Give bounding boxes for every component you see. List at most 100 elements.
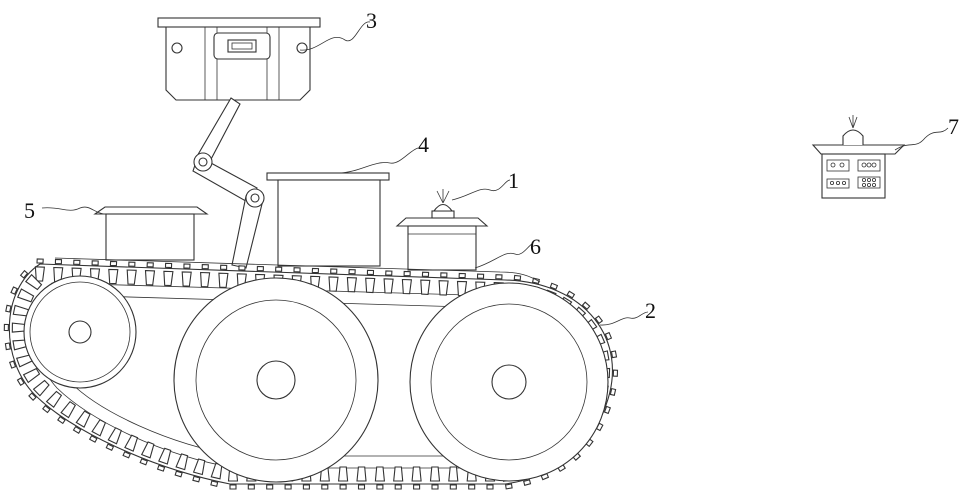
left-idler-wheel <box>24 276 136 388</box>
track-tooth <box>487 485 493 489</box>
track-tooth <box>294 268 300 272</box>
track-lug <box>127 270 136 284</box>
track-tooth <box>331 269 337 273</box>
track-tooth <box>377 485 383 489</box>
track-tooth <box>230 485 236 489</box>
track-tooth <box>312 268 318 272</box>
track-lug <box>76 411 90 427</box>
track-lug <box>164 271 173 285</box>
track-lug <box>347 278 356 292</box>
track-lug <box>329 277 338 291</box>
track-lug <box>375 467 384 481</box>
track-lug <box>176 454 188 470</box>
track-tooth <box>414 485 420 489</box>
track-lug <box>201 273 210 287</box>
label-6: 6 <box>530 234 541 259</box>
track-lug <box>384 279 393 293</box>
label-2: 2 <box>645 298 656 323</box>
track-lug <box>394 467 403 481</box>
track-lug <box>47 392 62 408</box>
track-tooth <box>459 273 465 277</box>
track-tooth <box>359 485 365 489</box>
track-tooth <box>267 485 273 489</box>
track-lug <box>108 428 121 444</box>
track-tooth <box>524 480 531 485</box>
track-tooth <box>110 261 116 265</box>
track-lug <box>449 467 458 481</box>
track-tooth <box>4 324 8 330</box>
track-lug <box>421 280 430 294</box>
track-tooth <box>239 266 245 270</box>
track-tooth <box>248 485 254 489</box>
track-tooth <box>612 351 617 358</box>
track-tooth <box>184 264 190 268</box>
track-lug <box>142 442 154 458</box>
track-tooth <box>450 485 456 489</box>
label-1: 1 <box>508 168 519 193</box>
track-tooth <box>386 271 392 275</box>
track-tooth <box>506 484 512 489</box>
center-drive-wheel <box>174 278 378 482</box>
track-tooth <box>303 485 309 489</box>
top-camera-box <box>158 18 320 100</box>
track-lug <box>219 273 228 287</box>
track-lug <box>24 369 40 383</box>
track-tooth <box>74 260 80 264</box>
remote-controller-7 <box>813 115 904 198</box>
track-tooth <box>395 485 401 489</box>
track-tooth <box>432 485 438 489</box>
track-lug <box>182 272 191 286</box>
track-lug <box>412 467 421 481</box>
track-lug <box>339 467 348 481</box>
track-tooth <box>6 305 11 312</box>
track-tooth <box>147 263 153 267</box>
track-tooth <box>340 485 346 489</box>
module-4-box <box>267 173 389 266</box>
articulated-arm <box>193 98 264 268</box>
track-tooth <box>285 485 291 489</box>
right-drive-wheel <box>410 283 608 481</box>
track-tooth <box>193 476 200 481</box>
track-tooth <box>610 389 615 396</box>
track-lug <box>34 381 49 396</box>
track-tooth <box>349 270 355 274</box>
track-lug <box>357 467 366 481</box>
track-tooth <box>5 343 10 350</box>
track-tooth <box>276 267 282 271</box>
track-tooth <box>478 274 484 278</box>
track-tooth <box>55 260 61 264</box>
track-tooth <box>367 270 373 274</box>
track-tooth <box>469 485 475 489</box>
track-lug <box>92 420 105 436</box>
track-tooth <box>404 272 410 276</box>
track-tooth <box>257 267 263 271</box>
track-lug <box>109 269 118 283</box>
track-lug <box>61 402 75 418</box>
track-tooth <box>441 273 447 277</box>
track-tooth <box>613 370 617 376</box>
track-lug <box>146 271 155 285</box>
track-tooth <box>211 481 218 486</box>
track-lug <box>366 278 375 292</box>
label-4: 4 <box>418 132 429 157</box>
module-1-emitter <box>397 189 487 270</box>
label-3: 3 <box>366 8 377 33</box>
track-tooth <box>496 275 502 279</box>
track-tooth <box>37 259 43 263</box>
track-lug <box>125 435 138 451</box>
track-tooth <box>514 276 520 281</box>
track-tooth <box>129 262 135 266</box>
track-tooth <box>202 265 208 269</box>
track-lug <box>439 281 448 295</box>
track-lug <box>13 306 28 316</box>
track-lug <box>194 459 205 475</box>
track-tooth <box>92 261 98 265</box>
module-5-hopper <box>95 207 207 260</box>
label-5: 5 <box>24 198 35 223</box>
track-tooth <box>422 272 428 276</box>
track-lug <box>159 448 171 464</box>
track-lug <box>35 267 44 281</box>
track-lug <box>18 289 34 302</box>
label-7: 7 <box>948 114 959 139</box>
